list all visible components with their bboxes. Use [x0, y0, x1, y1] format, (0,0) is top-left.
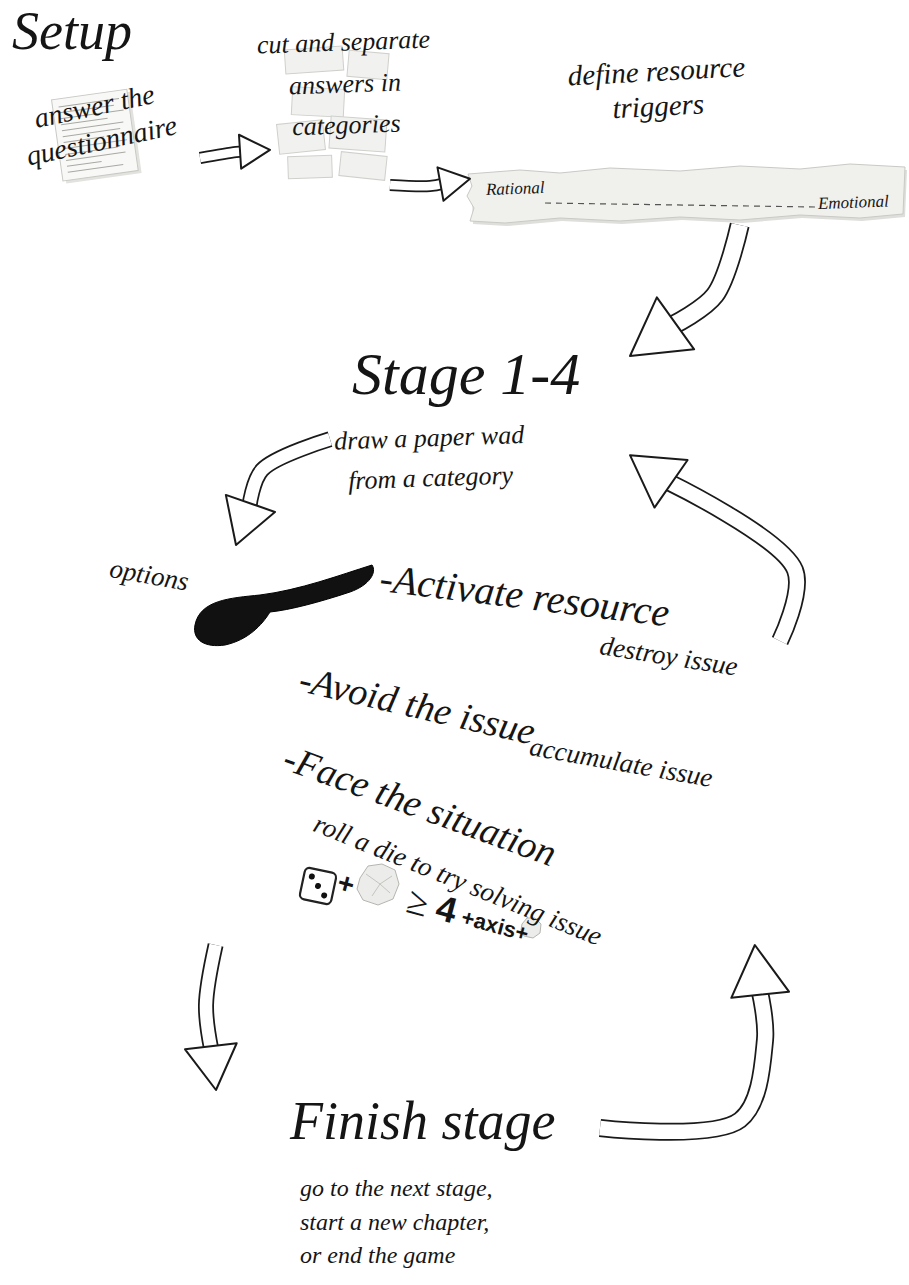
option-effect: destroy issue	[598, 630, 740, 682]
step-text: answer the questionnaire	[0, 69, 198, 177]
formula-symbol: +	[334, 867, 358, 902]
finish-heading: Finish stage	[290, 1090, 556, 1152]
axis-dashes	[545, 203, 815, 207]
strip-paper	[467, 164, 905, 223]
wad-crease	[366, 874, 392, 896]
paper-piece	[288, 155, 333, 179]
formula-symbol: ≥	[402, 879, 433, 927]
flow-arrow	[185, 945, 237, 1090]
arrow-outline	[600, 992, 765, 1132]
arrow-hollow	[600, 992, 765, 1132]
options-heading: options	[107, 553, 191, 597]
stage-text: draw a paper wad from a category	[324, 415, 537, 503]
finish-step: Finish stage go to the next stage, start …	[200, 1090, 600, 1280]
option-name: -Avoid the issue	[295, 658, 539, 755]
arrow-outline	[249, 439, 330, 506]
flow-arrow	[600, 945, 789, 1132]
axis-end-label: Emotional	[818, 192, 889, 214]
paper-piece	[339, 152, 387, 181]
arrow-outline	[206, 945, 216, 1049]
arrow-outline	[200, 152, 243, 158]
setup-step: cut and separate answers in categories	[270, 25, 390, 185]
flow-arrow	[200, 135, 270, 169]
arrow-hollow	[390, 184, 443, 187]
setup-step: answer the questionnaire	[0, 90, 200, 190]
arrow-outline	[390, 184, 443, 187]
stage-step: Stage 1-4draw a paper wad from a categor…	[330, 340, 630, 500]
die-pip	[314, 882, 321, 889]
options-list: options -Activate resourcedestroy issue -A…	[100, 545, 780, 945]
section-heading: Setup	[12, 0, 132, 62]
axis-end-label: Rational	[486, 178, 545, 200]
arrow-head	[437, 167, 470, 200]
option-name: -Activate resource	[377, 555, 672, 636]
arrow-head	[731, 945, 789, 998]
arrow-outline	[669, 482, 797, 641]
option-effect: accumulate issue	[527, 731, 715, 794]
die-face	[299, 867, 337, 905]
arrow-hollow	[200, 152, 243, 158]
arrow-hollow	[669, 482, 797, 641]
flow-arrow	[226, 439, 330, 545]
arrow-hollow	[249, 439, 330, 506]
formula-term: +axis+	[459, 904, 532, 946]
die-symbol	[299, 867, 337, 905]
arrow-outline	[673, 225, 740, 325]
setup-section: answer the questionnaire cut and separate…	[0, 0, 909, 235]
stage-heading: Stage 1-4	[352, 340, 580, 409]
ink-blot	[195, 565, 374, 646]
step-text: define resource triggers	[538, 48, 776, 130]
arrow-head	[630, 297, 694, 356]
flow-arrow	[630, 225, 740, 356]
trigger-strip	[467, 164, 907, 226]
arrow-head	[239, 135, 270, 169]
finish-text: go to the next stage, start a new chapte…	[300, 1172, 515, 1273]
step-text: cut and separate answers in categories	[243, 18, 447, 150]
formula-number: 4	[432, 887, 462, 932]
arrow-head	[630, 455, 688, 507]
die-pip	[308, 873, 315, 880]
arrow-hollow	[206, 945, 216, 1049]
arrow-head	[185, 1043, 237, 1090]
arrow-head	[226, 495, 275, 545]
flow-arrow	[390, 167, 470, 200]
arrow-hollow	[673, 225, 740, 325]
die-pip	[321, 892, 328, 899]
